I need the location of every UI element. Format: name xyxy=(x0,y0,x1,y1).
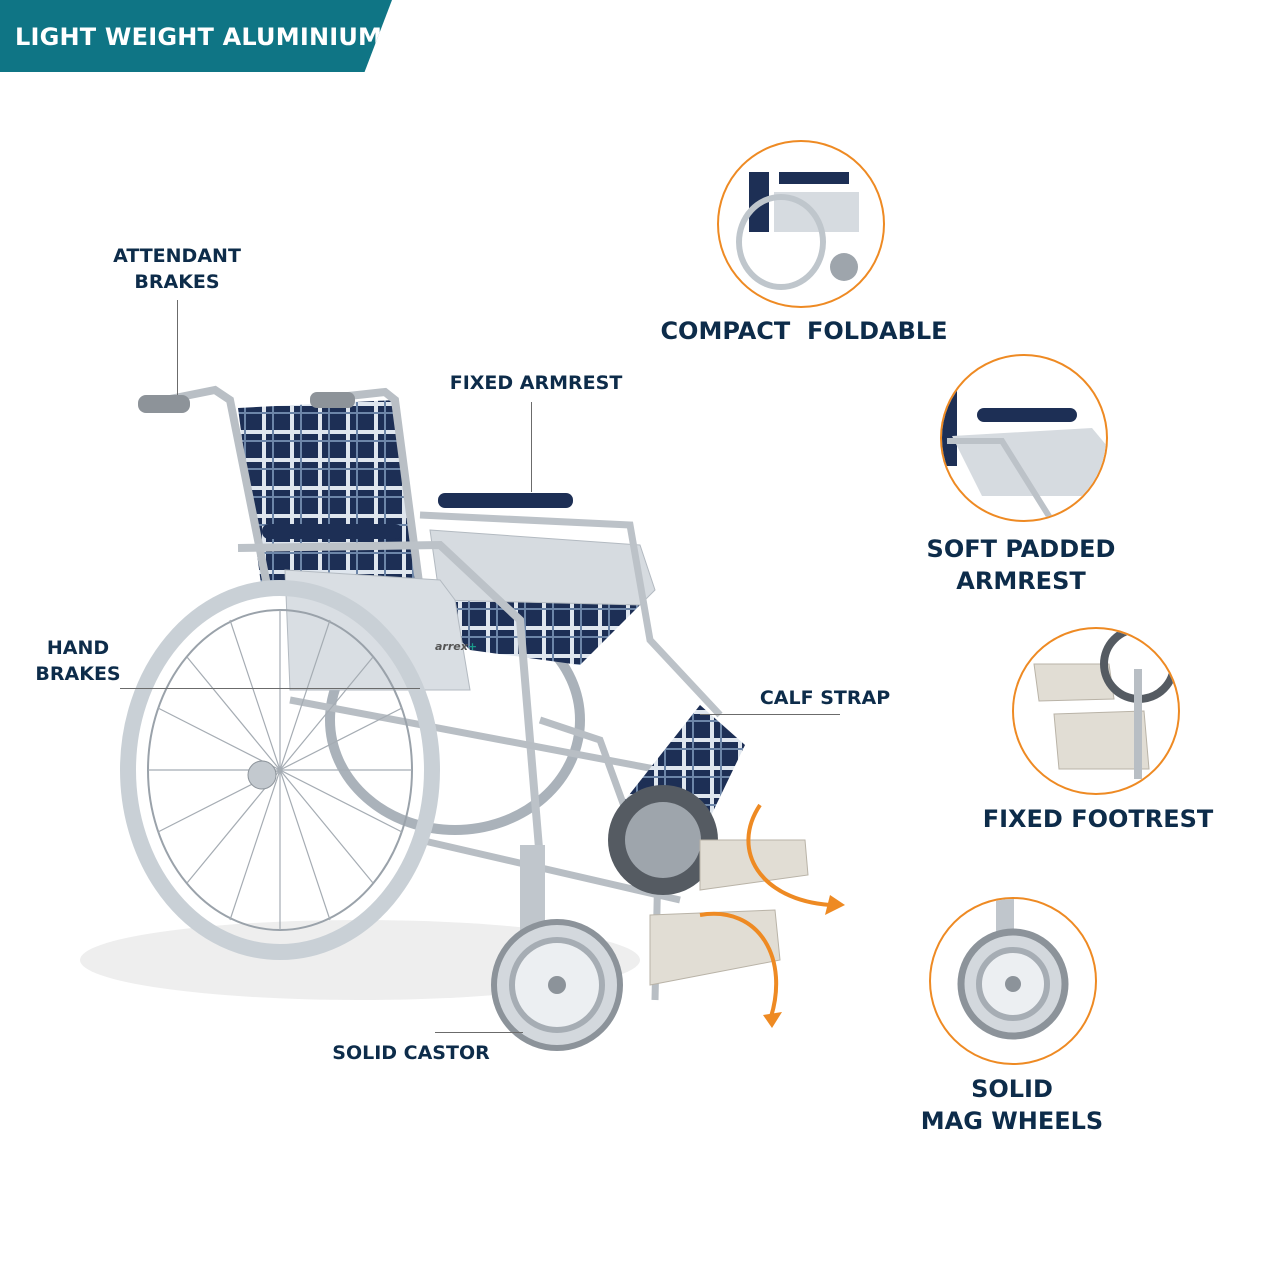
feature-image-soft-padded-armrest xyxy=(940,354,1108,522)
callout-hand-brakes: HAND BRAKES xyxy=(35,635,120,687)
callout-text: BRAKES xyxy=(134,271,220,293)
feature-label-line: MAG WHEELS xyxy=(920,1107,1104,1135)
brand-logo: arrex+ xyxy=(435,640,478,653)
feature-image-mag-wheels xyxy=(929,897,1097,1065)
callout-text: BRAKES xyxy=(35,663,121,685)
push-handle-right xyxy=(310,392,355,408)
callout-text: HAND xyxy=(46,637,110,659)
feature-label-mag-wheels: SOLID MAG WHEELS xyxy=(921,1073,1103,1137)
callout-solid-castor: SOLID CASTOR xyxy=(332,1042,490,1064)
armrest-left xyxy=(262,524,402,539)
callout-fixed-armrest: FIXED ARMREST xyxy=(449,372,623,394)
leader-line xyxy=(435,1032,523,1033)
armrest-right xyxy=(438,493,573,508)
feature-image-compact-foldable xyxy=(717,140,885,308)
feature-image-fixed-footrest xyxy=(1012,627,1180,795)
push-handle-left xyxy=(138,395,190,413)
leader-line xyxy=(177,300,178,395)
footrest-front xyxy=(649,909,781,986)
feature-label-line: SOLID xyxy=(971,1075,1053,1103)
callout-text: ATTENDANT xyxy=(113,245,241,267)
feature-label-compact-foldable: COMPACT FOLDABLE xyxy=(660,317,948,345)
feature-label-line: SOFT PADDED xyxy=(926,535,1116,563)
callout-calf-strap: CALF STRAP xyxy=(759,687,891,709)
leader-line xyxy=(120,688,420,689)
leader-line xyxy=(531,402,532,492)
feature-label-fixed-footrest: FIXED FOOTREST xyxy=(982,805,1214,833)
title-banner: LIGHT WEIGHT ALUMINIUM xyxy=(0,0,392,72)
feature-label-line: ARMREST xyxy=(956,567,1086,595)
callout-attendant-brakes: ATTENDANT BRAKES xyxy=(113,243,241,295)
rear-wheel xyxy=(120,580,440,960)
banner-title: LIGHT WEIGHT ALUMINIUM xyxy=(15,23,383,51)
feature-label-soft-padded-armrest: SOFT PADDED ARMREST xyxy=(927,533,1116,597)
leader-line xyxy=(700,714,840,715)
seat xyxy=(420,600,640,665)
